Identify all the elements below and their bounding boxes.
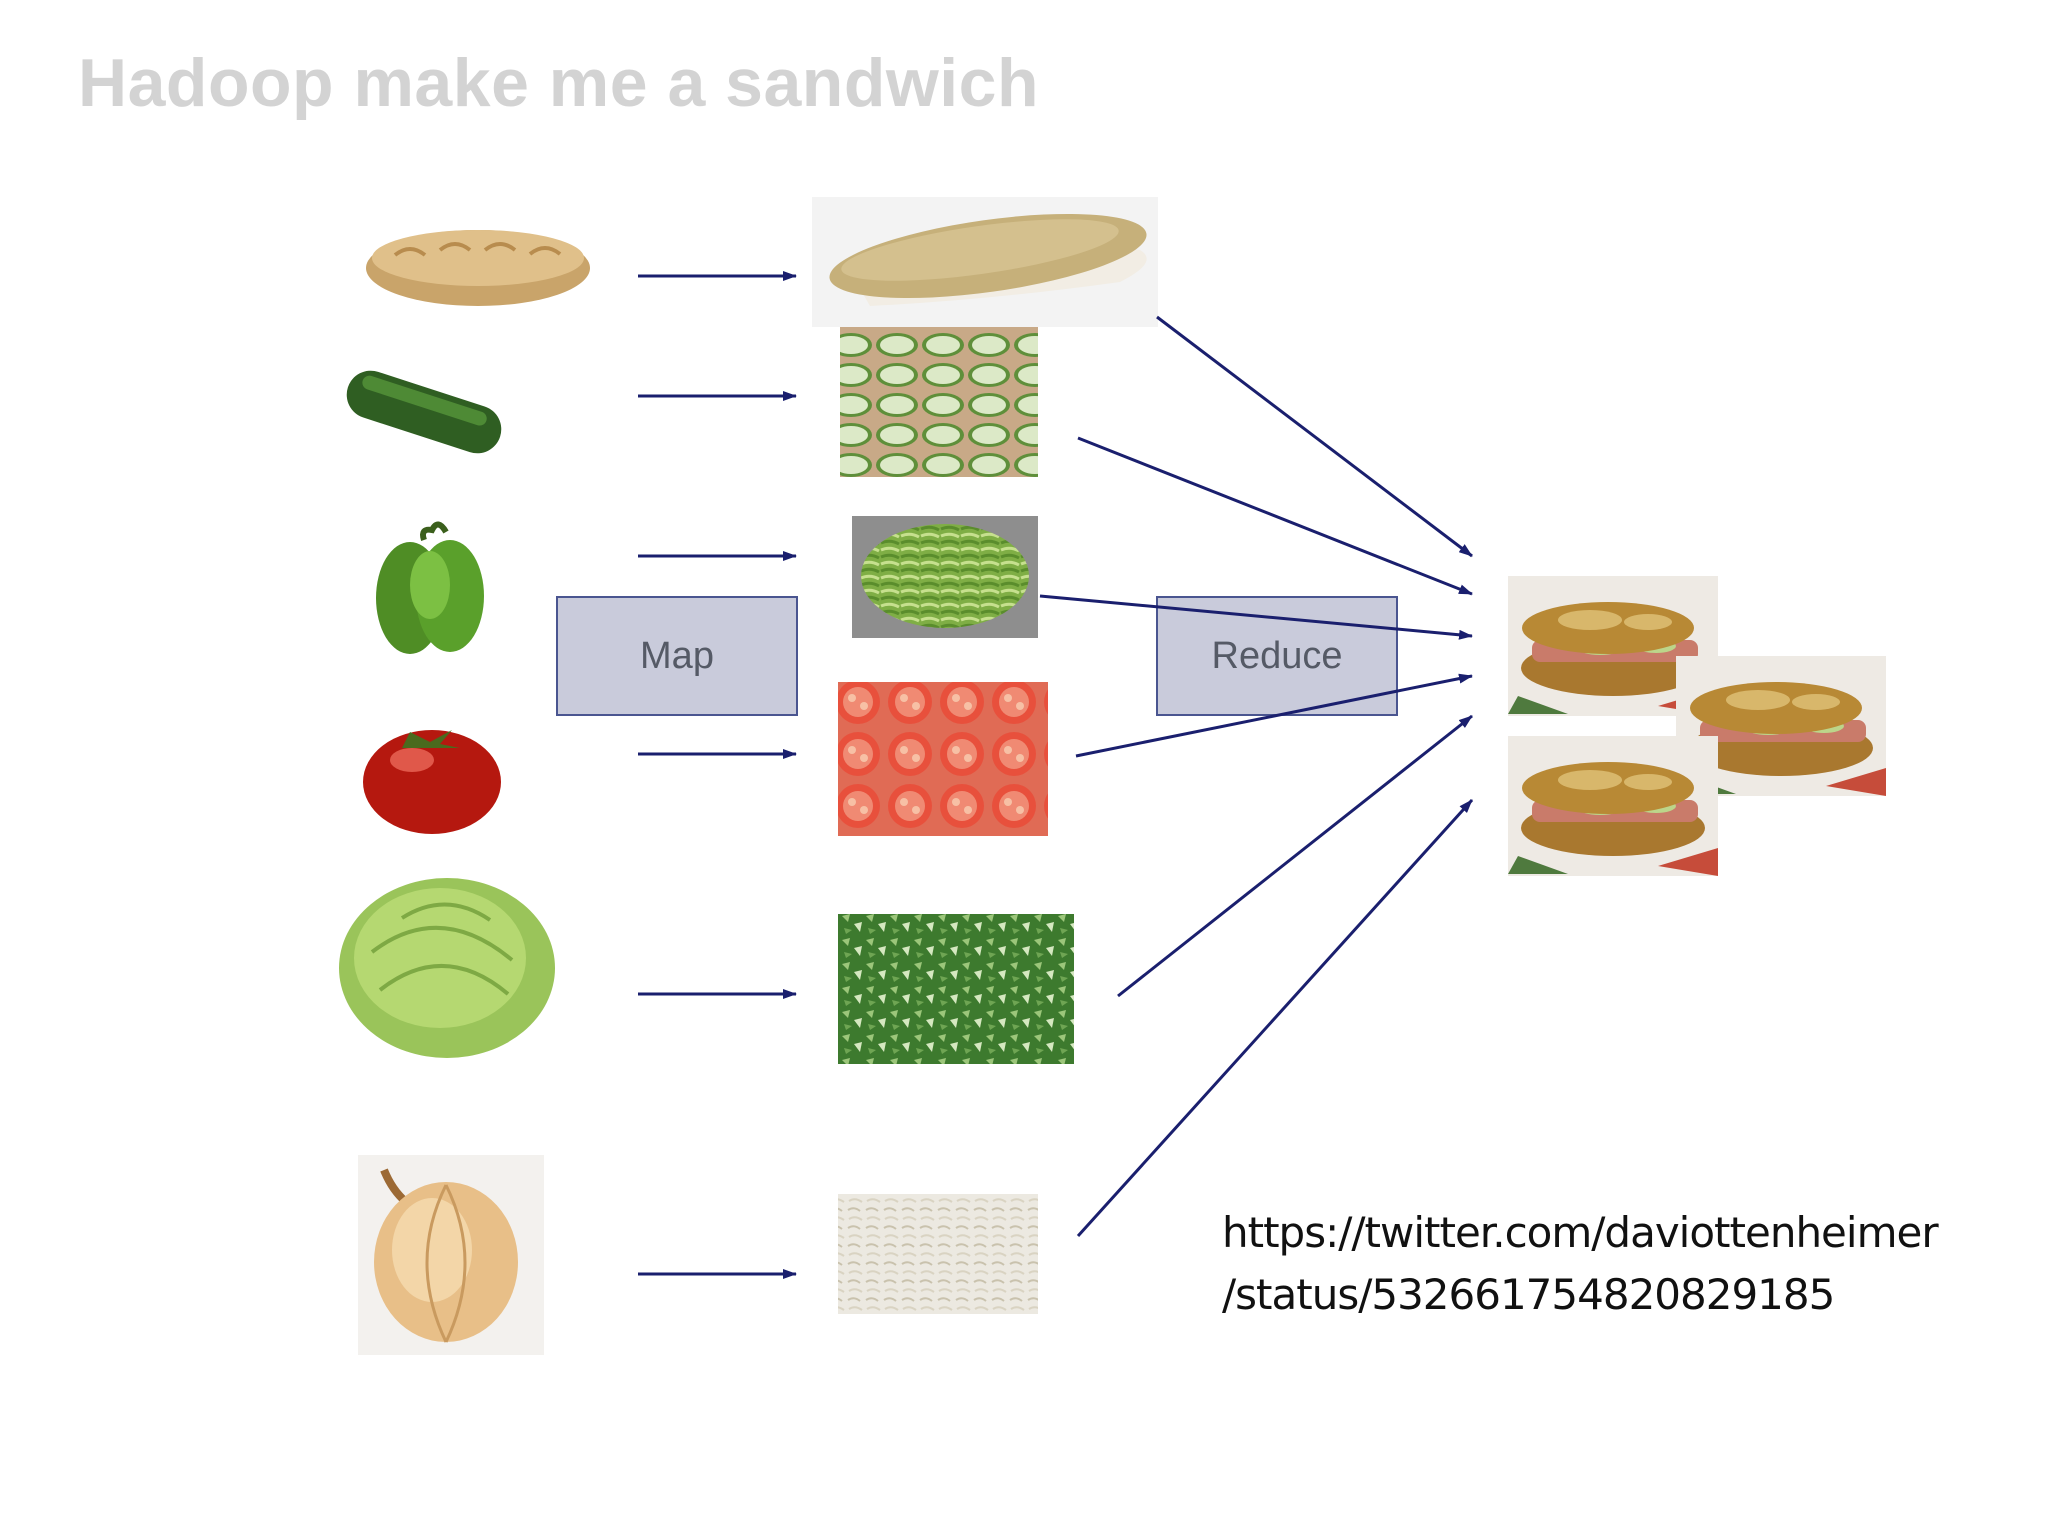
green-pepper-icon [376,521,484,654]
reduce-arrows [1039,315,1474,1238]
reduce-arrow-pepper [1039,594,1473,640]
chopped-pepper-icon [852,516,1038,638]
sliced-tomato-icon [838,682,1048,836]
reduce-arrow-bread [1156,315,1473,558]
source-link-line-2[interactable]: /status/532661754820829185 [1222,1270,1835,1319]
chopped-lettuce-icon [838,914,1074,1064]
source-link-line-1[interactable]: https://twitter.com/daviottenheimer [1222,1208,1939,1257]
sliced-bread-icon [812,197,1158,327]
map-box: Map [556,596,798,716]
onion-icon [358,1155,544,1355]
reduce-label: Reduce [1212,635,1343,677]
source-link[interactable]: https://twitter.com/daviottenheimer /sta… [1222,1202,1939,1326]
slide-title: Hadoop make me a sandwich [78,45,1040,121]
chopped-onion-icon [838,1194,1038,1314]
reduce-arrow-lettuce [1117,714,1473,998]
map-arrows [638,271,797,1279]
reduce-arrow-cucumber [1077,436,1473,596]
reduce-arrow-onion [1076,798,1474,1238]
cucumber-icon [346,370,502,454]
sliced-cucumber-icon [840,327,1038,477]
map-label: Map [640,635,714,677]
tomato-icon [363,730,501,834]
reduce-arrow-tomato [1075,673,1473,758]
sandwich-icon [1508,736,1718,876]
lettuce-icon [339,878,555,1058]
bread-loaf-icon [366,230,590,306]
